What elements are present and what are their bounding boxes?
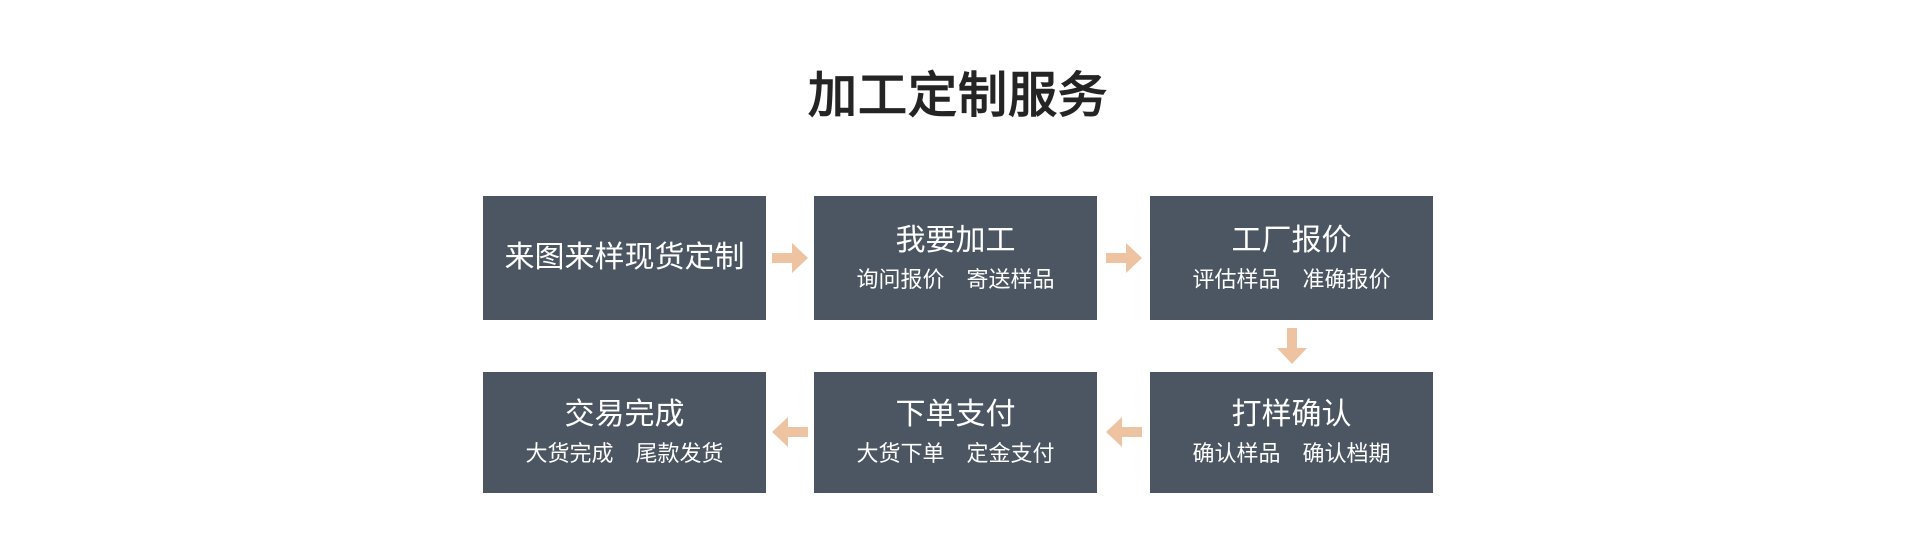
flow-step-custom-from-sample: 来图来样现货定制: [483, 196, 766, 320]
arrow-left-icon: [1106, 417, 1142, 447]
flow-step-order-payment: 下单支付 大货下单 定金支付: [814, 372, 1097, 493]
step-subtitle: 评估样品 准确报价: [1192, 266, 1391, 292]
step-title: 交易完成: [564, 398, 685, 432]
step-subtitle: 大货完成 尾款发货: [525, 441, 724, 467]
step-subtitle: 确认样品 确认档期: [1192, 441, 1391, 467]
step-title: 我要加工: [895, 223, 1016, 257]
arrow-right-icon: [772, 243, 808, 273]
step-subtitle: 大货下单 定金支付: [856, 441, 1055, 467]
flow-step-factory-quote: 工厂报价 评估样品 准确报价: [1150, 196, 1433, 320]
arrow-left-icon: [772, 417, 808, 447]
flow-step-request-processing: 我要加工 询问报价 寄送样品: [814, 196, 1097, 320]
step-title: 来图来样现货定制: [504, 241, 745, 274]
step-title: 工厂报价: [1231, 223, 1352, 257]
step-subtitle: 询问报价 寄送样品: [856, 266, 1055, 292]
arrow-right-icon: [1106, 243, 1142, 273]
flow-step-sample-confirmation: 打样确认 确认样品 确认档期: [1150, 372, 1433, 493]
diagram-title: 加工定制服务: [807, 69, 1108, 123]
step-title: 打样确认: [1231, 398, 1352, 432]
step-title: 下单支付: [895, 398, 1016, 432]
arrow-down-icon: [1277, 328, 1307, 364]
flow-step-transaction-complete: 交易完成 大货完成 尾款发货: [483, 372, 766, 493]
